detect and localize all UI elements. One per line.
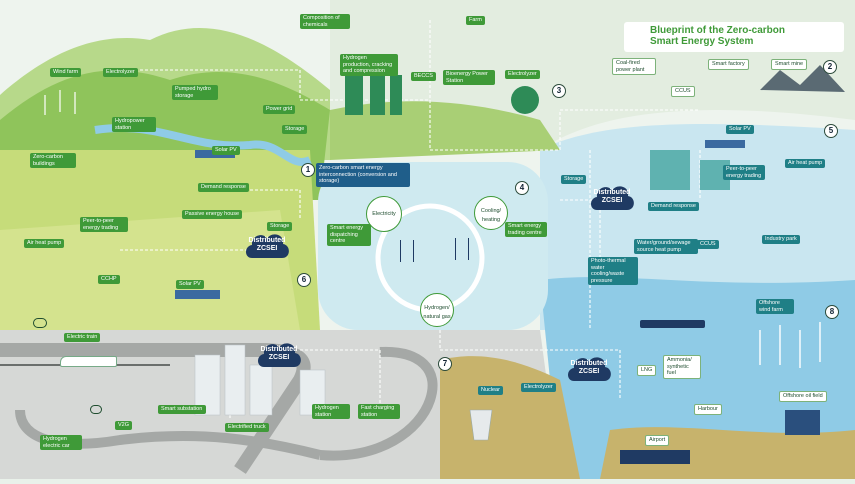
label-ccus-1: CCUS [671, 86, 695, 97]
label-hydrogen-production: Hydrogen production, cracking and compre… [340, 54, 398, 76]
distributed-zcsei-cloud-3: Distributed ZCSEI [254, 337, 304, 371]
label-nuclear: Nuclear [478, 386, 503, 395]
label-airport: Airport [645, 435, 670, 446]
section-number-7: 7 [438, 357, 452, 371]
label-peer-to-peer-2: Peer-to-peer energy trading [723, 165, 765, 180]
node-electricity: Electricity [366, 196, 402, 232]
distributed-zcsei-cloud-2: Distributed ZCSEI [587, 180, 637, 214]
label-storage-3: Storage [561, 175, 587, 184]
label-smart-energy-dispatch: Smart energy dispatching centre [327, 224, 371, 246]
label-smart-energy-trading: Smart energy trading centre [505, 222, 547, 237]
label-electrolyzer-2: Electrolyzer [505, 70, 540, 79]
label-photo-thermal: Photo-thermal water cooling/waste pressu… [588, 257, 638, 285]
node-hydrogen-gas: Hydrogen/ natural gas [420, 293, 454, 327]
label-offshore-oil: Offshore oil field [779, 391, 827, 402]
label-storage-2: Storage [267, 222, 293, 231]
distributed-zcsei-cloud-4: Distributed ZCSEI [564, 351, 614, 385]
label-electrolyzer-3: Electrolyzer [521, 383, 556, 392]
section-number-8: 8 [825, 305, 839, 319]
label-storage-1: Storage [282, 125, 308, 134]
train-icon [60, 356, 117, 367]
section-number-4: 4 [515, 181, 529, 195]
distributed-zcsei-cloud-1: Distributed ZCSEI [242, 228, 292, 262]
section-number-5: 5 [824, 124, 838, 138]
label-zero-carbon-buildings: Zero-carbon buildings [30, 153, 76, 168]
label-wind-farm: Wind farm [50, 68, 82, 77]
label-hydrogen-station: Hydrogen station [312, 404, 350, 419]
label-solar-pv-3: Solar PV [726, 125, 754, 134]
label-fast-charging: Fast charging station [358, 404, 400, 419]
label-v2g: V2G [115, 421, 133, 430]
label-composition-chemicals: Composition of chemicals [300, 14, 350, 29]
cloud-label: Distributed ZCSEI [593, 189, 631, 204]
label-ammonia: Ammonia/ synthetic fuel [663, 355, 701, 379]
label-demand-response-2: Demand response [648, 202, 699, 211]
diagram-title: Blueprint of the Zero-carbon Smart Energ… [624, 22, 844, 52]
label-hydropower: Hydropower station [112, 117, 156, 132]
label-smart-substation: Smart substation [158, 405, 206, 414]
label-air-heat-pump-2: Air heat pump [785, 159, 826, 168]
label-passive-house: Passive energy house [182, 210, 243, 219]
cloud-label: Distributed ZCSEI [260, 346, 298, 361]
label-peer-to-peer-1: Peer-to-peer energy trading [80, 217, 128, 232]
section-number-6: 6 [297, 273, 311, 287]
label-demand-response-1: Demand response [198, 183, 249, 192]
label-offshore-wind: Offshore wind farm [756, 299, 794, 314]
label-ground-source: Water/ground/sewage source heat pump [634, 239, 698, 254]
cloud-label: Distributed ZCSEI [248, 237, 286, 252]
label-beccs: BECCS [411, 72, 436, 81]
title-line-2: Smart Energy System [650, 36, 754, 47]
label-ccus-2: CCUS [697, 240, 719, 249]
label-coal-power: Coal-fired power plant [612, 58, 656, 75]
label-bioenergy-power: Bioenergy Power Station [443, 70, 495, 85]
cloud-label: Distributed ZCSEI [570, 360, 608, 375]
label-hydrogen-car: Hydrogen electric car [40, 435, 82, 450]
node-cooling-heating: Cooling/ heating [474, 196, 508, 230]
label-solar-pv-1: Solar PV [212, 146, 240, 155]
label-electrified-truck: Electrified truck [225, 423, 269, 432]
label-farm: Farm [466, 16, 485, 25]
pylon-icon [400, 240, 414, 262]
pylon-icon [455, 238, 469, 260]
section-number-2: 2 [823, 60, 837, 74]
label-smart-mine: Smart mine [771, 59, 808, 70]
label-smart-factory: Smart factory [708, 59, 749, 70]
label-power-grid: Power grid [263, 105, 296, 114]
label-electric-train: Electric train [64, 333, 101, 342]
label-air-heat-pump-1: Air heat pump [24, 239, 65, 248]
hub-title: Zero-carbon smart energy interconnection… [316, 163, 410, 187]
bicycle-icon [90, 405, 102, 414]
label-cchp: CCHP [98, 275, 120, 284]
label-industry-park: Industry park [762, 235, 800, 244]
label-solar-pv-2: Solar PV [176, 280, 204, 289]
section-number-3: 3 [552, 84, 566, 98]
title-line-1: Blueprint of the Zero-carbon [650, 25, 785, 36]
label-lng: LNG [637, 365, 657, 376]
label-electrolyzer-1: Electrolyzer [103, 68, 138, 77]
bicycle-icon [33, 318, 47, 328]
label-pumped-hydro: Pumped hydro storage [172, 85, 218, 100]
label-harbour: Harbour [694, 404, 722, 415]
section-number-1: 1 [301, 163, 315, 177]
